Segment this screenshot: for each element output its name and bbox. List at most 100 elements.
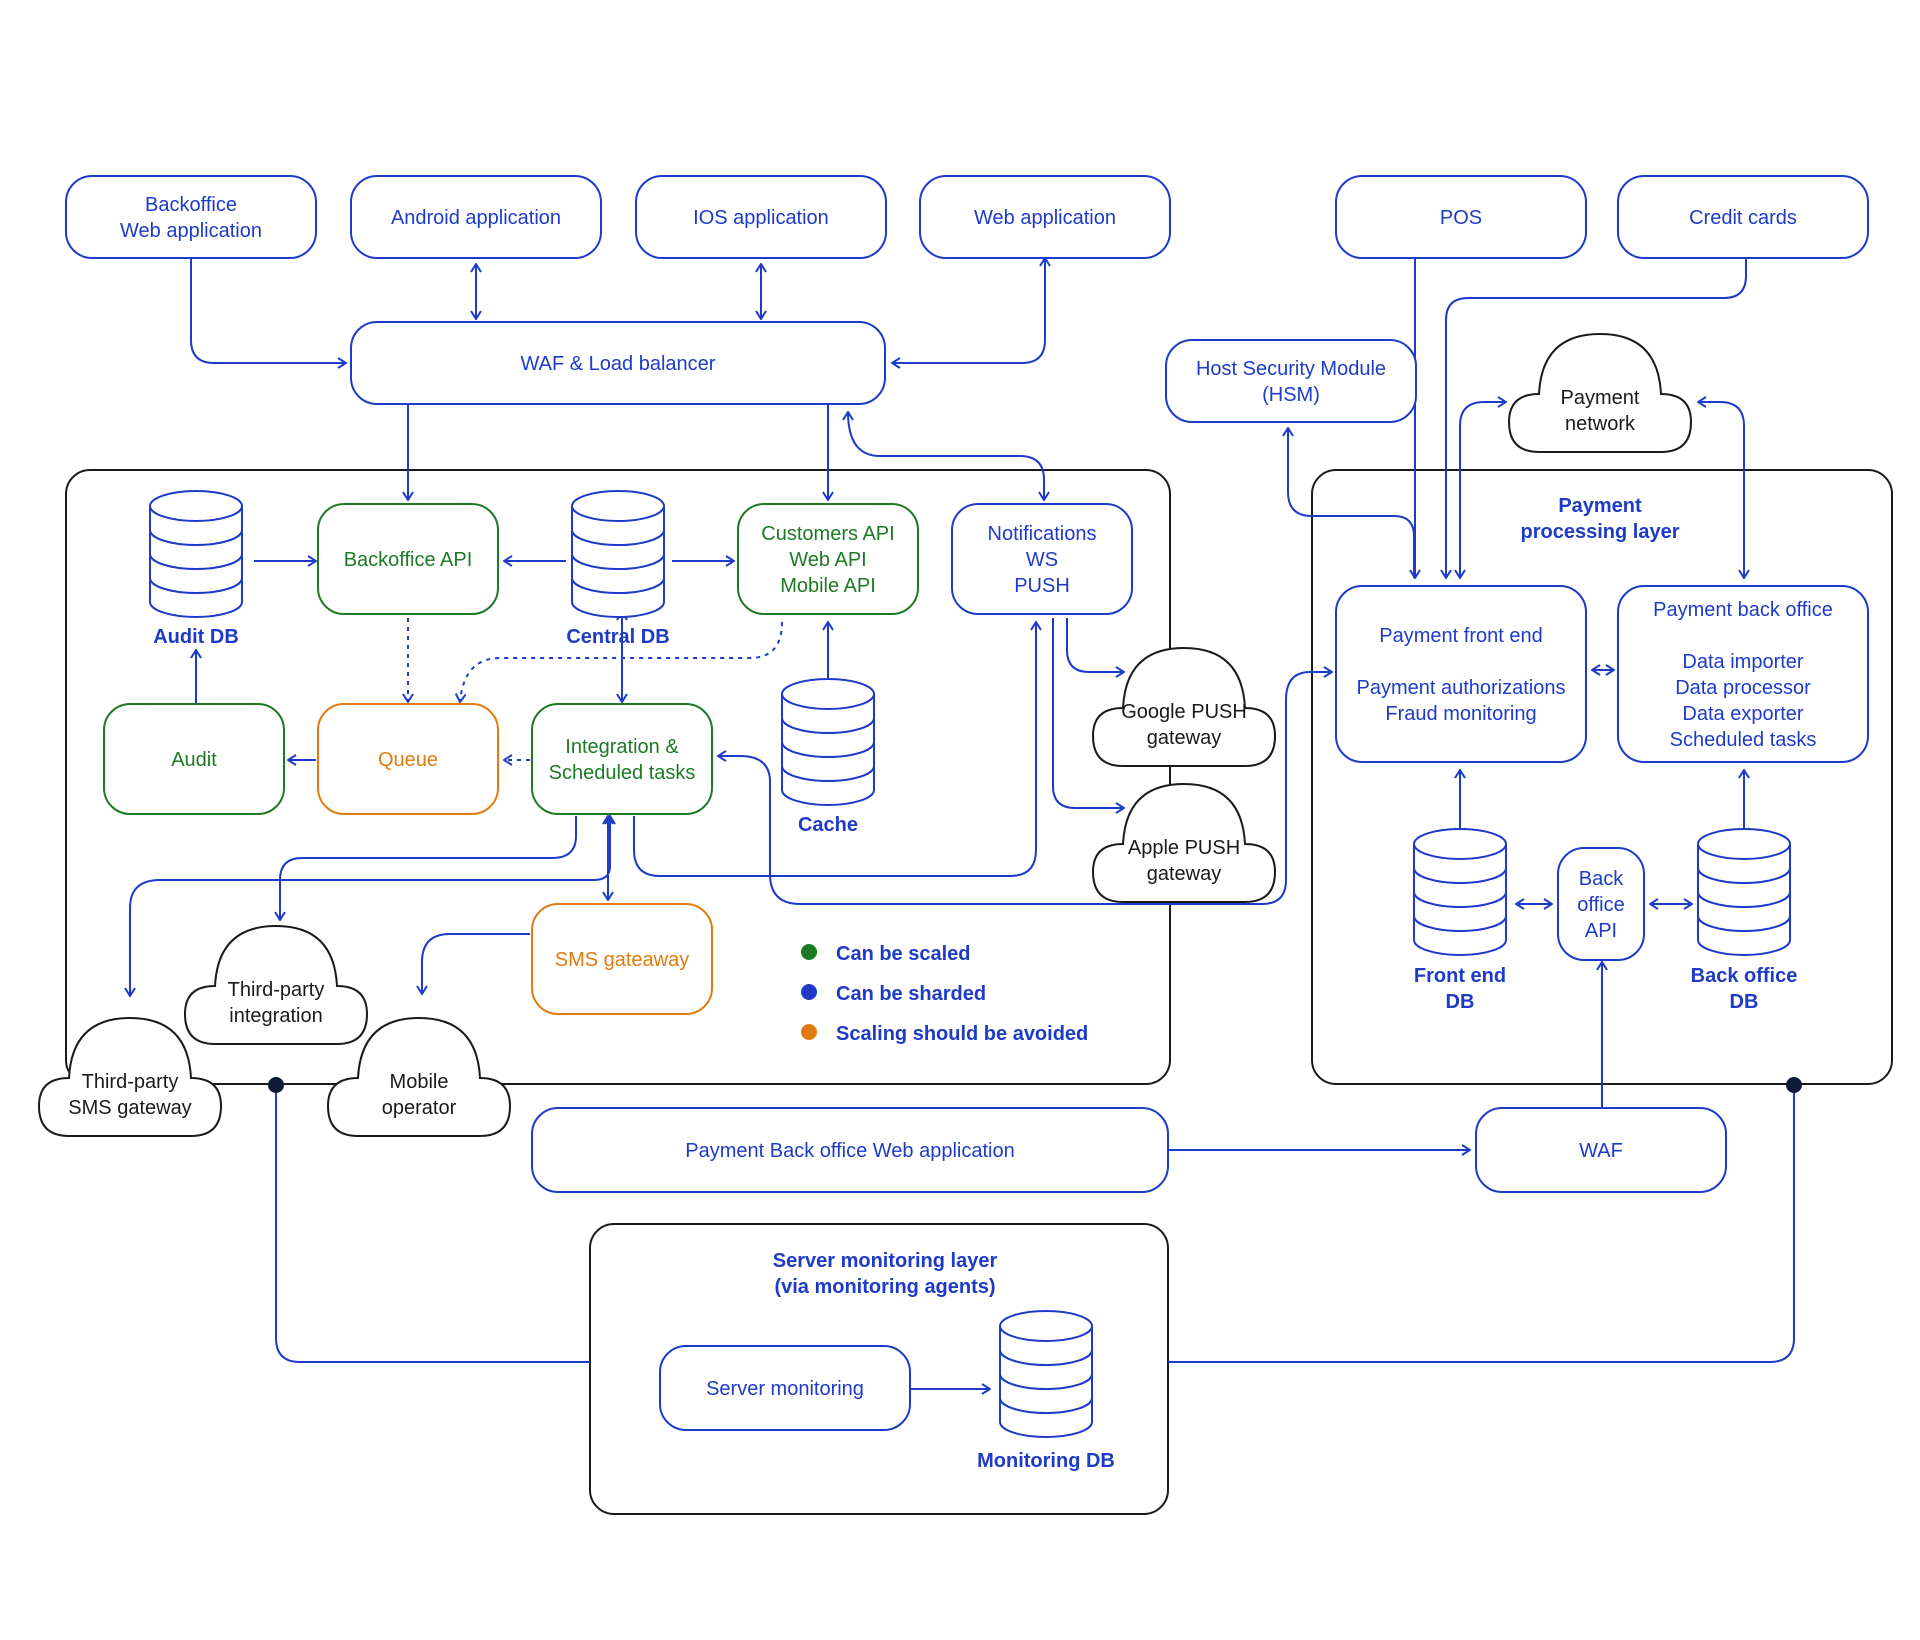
third-party-sms-label-line: Third-party [82, 1071, 179, 1093]
android-app-label-line: Android application [391, 207, 561, 229]
legend-item-scaled: Can be scaled [801, 943, 971, 965]
monitoring-layer-container [589, 1223, 1169, 1515]
customers-api-box[interactable]: Customers API Web API Mobile API [737, 503, 919, 615]
audit-box[interactable]: Audit [103, 703, 285, 815]
legend: Can be scaled Can be sharded Scaling sho… [801, 943, 1088, 1045]
customers-api-label-line: Web API [789, 549, 866, 571]
connector-notifications-apple [1052, 618, 1124, 808]
central-db-label-line: Central DB [566, 626, 669, 648]
apple-push-label-line: gateway [1147, 863, 1222, 885]
apple-push-cloud: Apple PUSH gateway [1091, 782, 1277, 903]
connector-integration-third-party-sms [130, 816, 610, 996]
legend-label-scaled: Can be scaled [836, 943, 971, 965]
main-system-container [65, 469, 1171, 1085]
notifications-label-line: WS [1026, 549, 1058, 571]
waf-lb-box[interactable]: WAF & Load balancer [350, 321, 886, 405]
third-party-integration-label-line: integration [229, 1005, 322, 1027]
back-office-api-label-line: Back [1579, 868, 1624, 890]
central-db-label: Central DB [566, 626, 669, 648]
svg-text:Payment: Payment [1558, 495, 1642, 517]
back-office-api-label-line: office [1577, 894, 1624, 916]
back-office-api-label-line: API [1585, 920, 1617, 942]
third-party-integration-label-line: Third-party [228, 979, 325, 1001]
junction-dot-left [268, 1077, 284, 1093]
cache-label-line: Cache [798, 814, 858, 836]
connector-webapp-waf [892, 258, 1045, 363]
web-app-label-line: Web application [974, 207, 1116, 229]
credit-cards-box[interactable]: Credit cards [1617, 175, 1869, 259]
connector-backoffice-web-to-waf [190, 258, 346, 363]
backoffice-web-label-line: Backoffice [145, 194, 237, 216]
mobile-operator-label-line: Mobile [390, 1071, 449, 1093]
backoffice-api-box[interactable]: Backoffice API [317, 503, 499, 615]
queue-label-line: Queue [378, 749, 438, 771]
android-app-box[interactable]: Android application [350, 175, 602, 259]
notifications-label-line: PUSH [1014, 575, 1070, 597]
ios-app-box[interactable]: IOS application [635, 175, 887, 259]
integration-box[interactable]: Integration &Scheduled tasks [531, 703, 713, 815]
monitoring-db-label-line: Monitoring DB [977, 1450, 1115, 1472]
payment-network-label-line: Payment [1561, 387, 1640, 409]
server-monitoring-box[interactable]: Server monitoring [659, 1345, 911, 1431]
connectors [130, 258, 1795, 1389]
back-office-db-label-line: Back office [1691, 965, 1798, 987]
backoffice-api-label-line: Backoffice API [344, 549, 473, 571]
customers-api-label-line: Customers API [761, 523, 894, 545]
pos-box[interactable]: POS [1335, 175, 1587, 259]
payment-backoffice-web-box[interactable]: Payment Back office Web application [531, 1107, 1169, 1193]
ios-app-label-line: IOS application [693, 207, 829, 229]
waf-box[interactable]: WAF [1475, 1107, 1727, 1193]
sms-gateway-box[interactable]: SMS gateaway [531, 903, 713, 1015]
backoffice-web-label-line: Web application [120, 220, 262, 242]
credit-cards-label-line: Credit cards [1689, 207, 1797, 229]
hsm-label-line: Host Security Module [1196, 358, 1386, 380]
payment-front-end-label-line: Payment front end [1379, 625, 1542, 647]
connector-integration-notifications [633, 622, 1036, 877]
server-monitoring-label-line: Server monitoring [706, 1378, 864, 1400]
connector-customers-api-queue [460, 621, 783, 702]
mobile-operator-cloud: Mobile operator [326, 1016, 512, 1137]
monitoring-db-label: Monitoring DB [977, 1450, 1115, 1472]
payment-back-office-label-line: Payment back office [1653, 599, 1833, 621]
audit-db-icon [149, 490, 243, 618]
payment-layer-title: Payment processing layer [1521, 495, 1680, 543]
apple-push-label-line: Apple PUSH [1128, 837, 1240, 859]
payment-back-office-label-line: Data exporter [1682, 703, 1804, 725]
legend-dot-orange [801, 1024, 817, 1040]
legend-item-avoided: Scaling should be avoided [801, 1023, 1088, 1045]
front-end-db-label-line: Front end [1414, 965, 1506, 987]
connector-integration-payment-front-end [718, 672, 1332, 905]
front-end-db-icon [1413, 828, 1507, 956]
hsm-label-line: (HSM) [1262, 384, 1320, 406]
junction-dot-right [1786, 1077, 1802, 1093]
connector-payment-layer-monitoring [1168, 1085, 1795, 1363]
legend-label-avoided: Scaling should be avoided [836, 1023, 1088, 1045]
audit-db-label-line: Audit DB [153, 626, 239, 648]
payment-backoffice-web-label-line: Payment Back office Web application [685, 1140, 1014, 1162]
cache-label: Cache [798, 814, 858, 836]
waf-lb-label-line: WAF & Load balancer [521, 353, 716, 375]
audit-db-label: Audit DB [153, 626, 239, 648]
hsm-box[interactable]: Host Security Module (HSM) [1165, 339, 1417, 423]
connector-payment-network-front-end [1460, 402, 1506, 578]
web-app-box[interactable]: Web application [919, 175, 1171, 259]
connector-integration-third-party [280, 816, 577, 920]
mobile-operator-label-line: operator [382, 1097, 457, 1119]
sms-gateway-label-line: SMS gateaway [555, 949, 690, 971]
connector-sms-gateway-mobile-operator [422, 933, 530, 994]
connector-waf-notifications [848, 412, 1044, 500]
queue-box[interactable]: Queue [317, 703, 499, 815]
svg-text:Server monitoring layer: Server monitoring layer [773, 1250, 998, 1272]
connector-notifications-google [1066, 618, 1124, 672]
customers-api-label-line: Mobile API [780, 575, 876, 597]
front-end-db-label-line: DB [1446, 991, 1475, 1013]
